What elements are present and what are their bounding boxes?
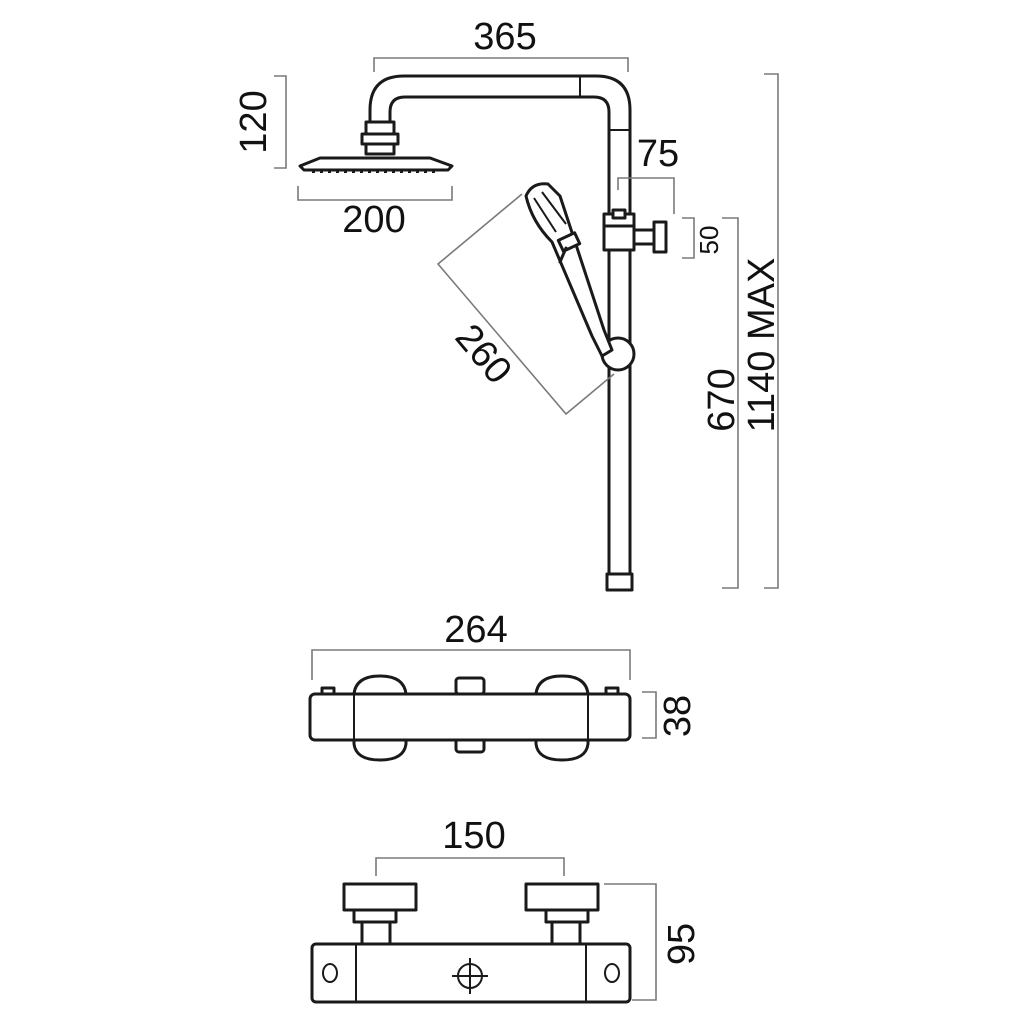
shower-column bbox=[298, 74, 668, 592]
dimension-mixer-length: 264 bbox=[444, 609, 507, 651]
dimension-lines-mixer-top bbox=[311, 649, 657, 739]
mixer-top-view bbox=[308, 674, 632, 762]
head-ball-joint bbox=[364, 120, 396, 136]
right-handle bbox=[524, 882, 600, 912]
dimension-overall-height: 1140 MAX bbox=[741, 258, 783, 433]
riser-arm-inner bbox=[388, 95, 611, 582]
dimension-lines-top bbox=[274, 57, 779, 589]
dimension-arm-span: 365 bbox=[473, 16, 536, 58]
riser-end-cap bbox=[605, 572, 634, 592]
dimension-handshower-length: 260 bbox=[447, 317, 520, 393]
dimension-lower-height: 670 bbox=[701, 368, 743, 431]
diverter-body bbox=[602, 224, 636, 252]
dimension-inlet-centres: 150 bbox=[442, 815, 505, 857]
dimension-mixer-height: 95 bbox=[661, 923, 703, 965]
dimension-head-width: 200 bbox=[342, 199, 405, 241]
riser-arm-outline bbox=[368, 74, 632, 582]
dimension-mixer-depth: 38 bbox=[657, 695, 699, 737]
dimension-lines-mixer-front bbox=[375, 857, 657, 1001]
diverter-knob bbox=[652, 220, 668, 254]
dimension-valve-height: 50 bbox=[694, 226, 724, 255]
hand-shower bbox=[524, 182, 614, 358]
mixer-body-top bbox=[308, 692, 632, 742]
dimension-head-height: 120 bbox=[233, 90, 275, 153]
left-handle bbox=[342, 882, 418, 912]
dimension-diverter-offset: 75 bbox=[637, 133, 679, 175]
mixer-front-view bbox=[310, 882, 632, 1004]
shower-head bbox=[298, 156, 454, 172]
